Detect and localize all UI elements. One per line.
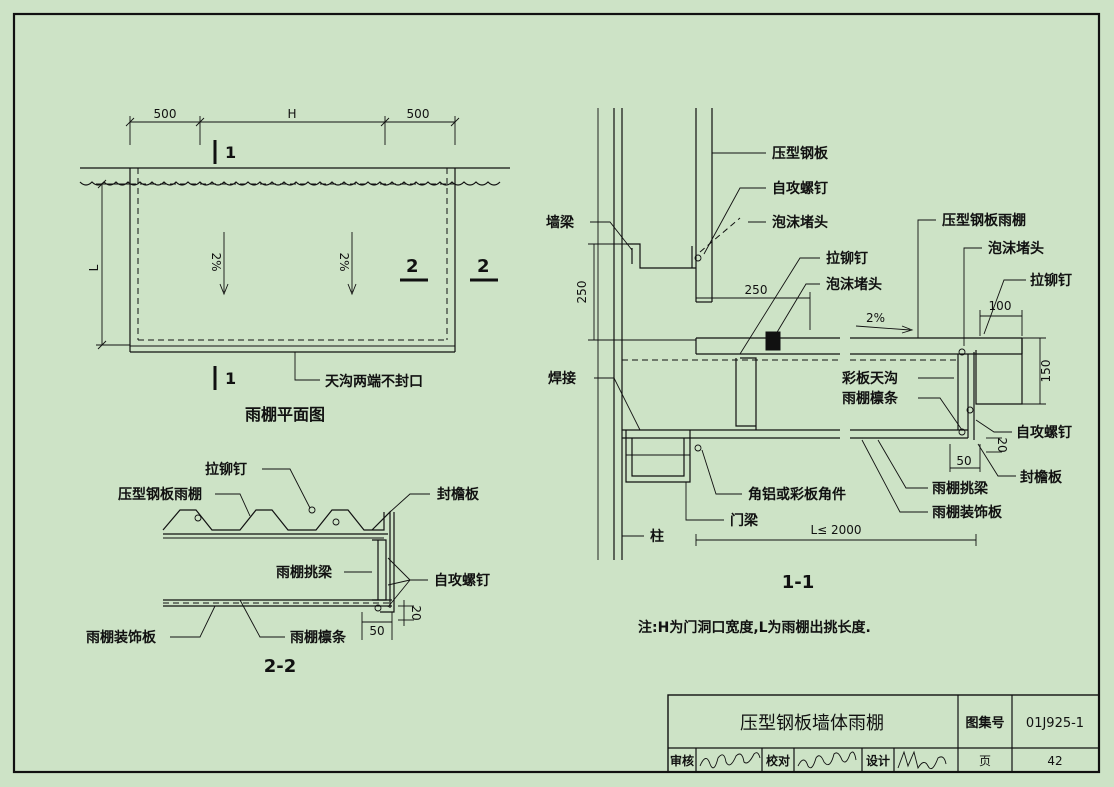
s11-screw-label: 自攻螺钉 [772,180,828,197]
s11-deco-label: 雨棚装饰板 [932,504,1003,521]
s11-beam-label: 雨棚挑梁 [932,480,989,497]
atlas-label: 图集号 [965,715,1004,731]
s22-fascia-label: 封檐板 [437,486,480,503]
plan-section-2-right: 2 [477,256,490,277]
plan-dim-mid: H [287,107,296,121]
s22-dim-20: 20 [409,605,423,620]
s11-rivet2-label: 拉铆钉 [1030,272,1072,289]
s11-canopy-label: 压型钢板雨棚 [942,212,1026,229]
page-number: 42 [1047,754,1062,768]
s11-dim-250b: 250 [745,283,768,297]
plan-dim-left: 500 [154,107,177,121]
s11-dim-L: L≤ 2000 [810,523,861,537]
s11-slope: 2% [866,311,885,325]
s22-screw-label: 自攻螺钉 [434,572,490,589]
plan-slope-1: 2% [209,252,223,271]
s11-dim-50: 50 [956,454,971,468]
drawing-title: 压型钢板墙体雨棚 [740,713,884,734]
signature-design [897,750,947,770]
s11-fascia-label: 封檐板 [1020,469,1063,486]
s22-beam-label: 雨棚挑梁 [276,564,333,581]
s11-weld-label: 焊接 [548,370,576,387]
plan-slope-2: 2% [337,252,351,271]
section-1-1: 柱 250 250 100 150 50 20 L≤ 2000 2% 压型 [546,108,1072,593]
s11-dim-20: 20 [995,437,1009,452]
s11-title: 1-1 [782,572,815,593]
s11-dim-150: 150 [1039,360,1053,383]
plan-note-gutter: 天沟两端不封口 [325,373,423,390]
page-label: 页 [979,754,991,768]
s11-screw2-label: 自攻螺钉 [1016,424,1072,441]
plan-section-1-bottom: 1 [225,369,236,388]
s11-foam2-label: 泡沫堵头 [826,276,882,293]
plan-section-2-left: 2 [406,256,419,277]
plan-section-1-top: 1 [225,143,236,162]
s22-roof-label: 压型钢板雨棚 [118,486,202,503]
s11-dim-100: 100 [989,299,1012,313]
s11-wall-panel-label: 压型钢板 [772,145,829,162]
plan-title: 雨棚平面图 [245,405,325,424]
s22-rivet-label: 拉铆钉 [205,461,247,478]
plan-view: 500 H 500 L 2% 2% 1 1 2 [79,107,510,424]
signature-check [797,751,857,769]
review-label: 审核 [670,753,694,768]
s11-gutter-label: 彩板天沟 [841,370,898,387]
s22-deco-label: 雨棚装饰板 [86,629,157,646]
section-2-2: 拉铆钉 压型钢板雨棚 封檐板 雨棚挑梁 自攻螺钉 雨棚装饰板 雨棚檩条 50 2… [86,461,490,677]
s22-purlin-label: 雨棚檩条 [290,629,347,646]
s11-purlin-label: 雨棚檩条 [842,390,899,407]
s11-door-beam-label: 门梁 [730,512,759,529]
s22-dim-50: 50 [369,624,384,638]
plan-dim-right: 500 [407,107,430,121]
s22-title: 2-2 [264,656,297,677]
title-block: 压型钢板墙体雨棚 图集号 01J925-1 审核 校对 设计 页 42 [667,694,1100,773]
s11-dim-250a: 250 [575,281,589,304]
s11-foam3-label: 泡沫堵头 [988,240,1044,257]
signature-review [699,752,761,769]
design-label: 设计 [866,753,890,768]
s11-column-label: 柱 [650,528,664,545]
atlas-number: 01J925-1 [1026,716,1084,731]
s11-foam1-label: 泡沫堵头 [772,214,828,231]
s11-rivet-label: 拉铆钉 [826,250,868,267]
s11-angle-label: 角铝或彩板角件 [748,486,846,503]
s11-wall-beam-label: 墙梁 [546,214,575,231]
sheet-frame [12,12,1101,774]
check-label: 校对 [766,753,790,768]
drawing-note: 注:H为门洞口宽度,L为雨棚出挑长度. [638,619,871,636]
plan-dim-side: L [87,264,101,271]
